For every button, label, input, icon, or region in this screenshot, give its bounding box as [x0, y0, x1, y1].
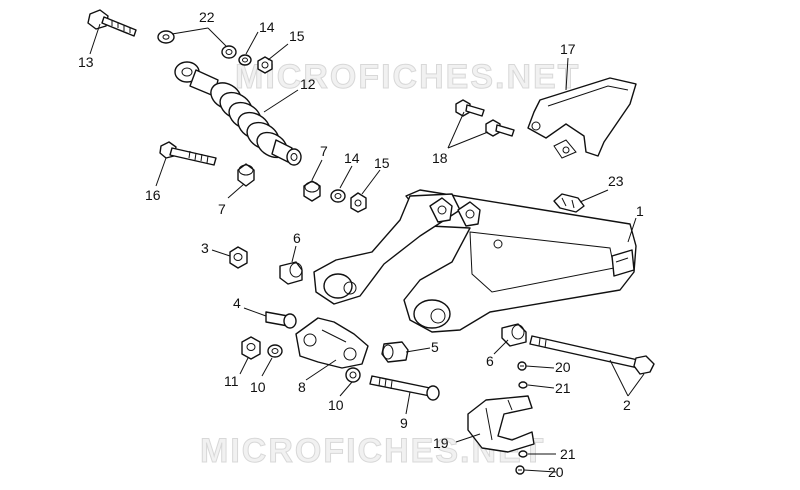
callout-12: 12	[300, 76, 316, 92]
callout-13: 13	[78, 54, 94, 70]
screw-18-a	[455, 99, 485, 117]
chain-guard-17	[527, 77, 637, 159]
callout-2: 2	[623, 397, 631, 413]
washer-10-left	[267, 344, 283, 358]
callout-6-upper: 6	[293, 230, 301, 246]
leader-lines	[89, 23, 645, 473]
watermark-top: MICROFICHES.NET	[235, 58, 580, 96]
nut-15-mid	[350, 192, 367, 213]
bolt-16	[159, 141, 217, 166]
bushing-7-left	[237, 163, 255, 187]
callout-14-top: 14	[259, 19, 275, 35]
callout-15-top: 15	[289, 28, 305, 44]
callout-18: 18	[432, 150, 448, 166]
callout-14-mid: 14	[344, 150, 360, 166]
callout-10-left: 10	[250, 379, 266, 395]
callout-8: 8	[298, 379, 306, 395]
bracket-19	[467, 395, 535, 453]
washer-22	[157, 30, 175, 44]
washer-21-lower	[518, 450, 528, 458]
callout-7-right: 7	[320, 143, 328, 159]
callout-labels: 13 22 14 15 12 17 18 16 7 7 14 15 23 1 3…	[78, 9, 644, 480]
pin-4	[265, 311, 297, 329]
callout-16: 16	[145, 187, 161, 203]
callout-9: 9	[400, 415, 408, 431]
axle-2	[529, 335, 655, 375]
swingarm-1	[313, 189, 637, 333]
callout-17: 17	[560, 41, 576, 57]
nut-3	[229, 246, 248, 269]
washer-14-top	[221, 45, 237, 59]
callout-20-upper: 20	[555, 359, 571, 375]
callout-5: 5	[431, 339, 439, 355]
bushing-7-right	[303, 180, 321, 202]
callout-10-right: 10	[328, 397, 344, 413]
washer-14-top-b	[238, 54, 252, 66]
callout-4: 4	[233, 295, 241, 311]
callout-19: 19	[433, 435, 449, 451]
bolt-9	[369, 375, 440, 401]
callout-20-lower: 20	[548, 464, 564, 480]
nut-15-top	[257, 56, 273, 74]
screw-18-b	[485, 119, 515, 137]
callout-3: 3	[201, 240, 209, 256]
callout-23: 23	[608, 173, 624, 189]
callout-6-lower: 6	[486, 353, 494, 369]
nut-11	[241, 336, 261, 360]
callout-21-lower: 21	[560, 446, 576, 462]
callout-11: 11	[224, 373, 239, 389]
screw-20-upper	[517, 361, 527, 371]
bolt-13	[87, 9, 137, 37]
clip-23	[553, 193, 585, 213]
link-plate-8	[295, 317, 369, 369]
bushing-5	[381, 341, 409, 363]
callout-7-left: 7	[218, 201, 226, 217]
callout-1: 1	[636, 203, 644, 219]
shock-absorber-12	[174, 61, 302, 166]
callout-21-upper: 21	[555, 380, 571, 396]
washer-10-right	[345, 367, 361, 383]
washer-14-mid	[330, 189, 346, 203]
bushing-6-upper	[279, 261, 303, 285]
callout-15-mid: 15	[374, 155, 390, 171]
callout-22: 22	[199, 9, 215, 25]
washer-21-upper	[518, 381, 528, 389]
screw-20-lower	[515, 465, 525, 475]
